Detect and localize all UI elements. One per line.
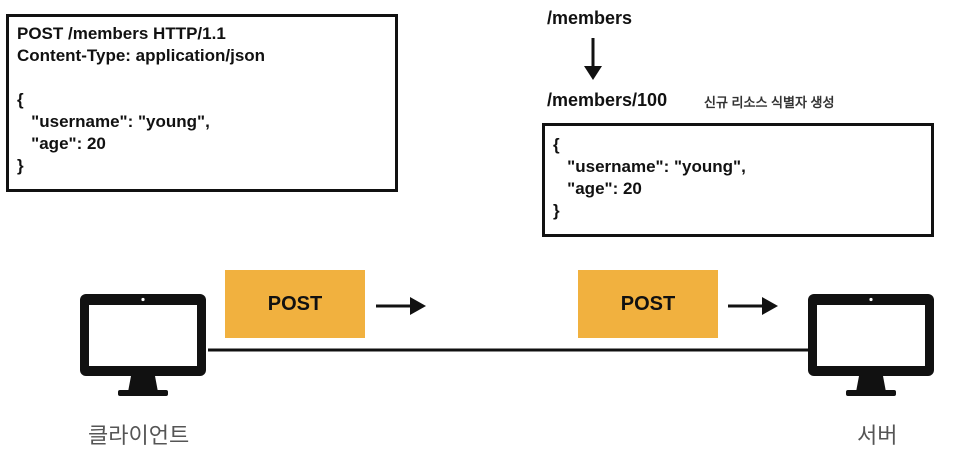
request-body-line: } xyxy=(17,156,24,175)
client-request-box: POST /members HTTP/1.1 Content-Type: app… xyxy=(6,14,398,192)
resource-body-line: } xyxy=(553,201,560,220)
request-header-line: Content-Type: application/json xyxy=(17,46,266,65)
collection-path: /members xyxy=(547,8,633,28)
resource-path: /members/100 xyxy=(547,90,668,110)
resource-body-line: { xyxy=(553,135,560,154)
resource-note: 신규 리소스 식별자 생성 xyxy=(704,95,835,110)
request-body-line: { xyxy=(17,90,24,109)
client-label: 클라이언트 xyxy=(88,423,190,448)
post-badge-client: POST xyxy=(225,270,365,338)
server-label: 서버 xyxy=(857,423,898,448)
post-badge-server: POST xyxy=(578,270,718,338)
right-arrow-icon xyxy=(376,297,426,315)
resource-body-line: "username": "young", xyxy=(553,157,746,176)
client-monitor-icon xyxy=(80,294,206,396)
request-body-line: "age": 20 xyxy=(17,134,106,153)
right-arrow-icon xyxy=(728,297,778,315)
request-line: POST /members HTTP/1.1 xyxy=(17,24,226,43)
request-body-line: "username": "young", xyxy=(17,112,210,131)
server-resource-box: { "username": "young", "age": 20 } xyxy=(542,123,934,237)
server-monitor-icon xyxy=(808,294,934,396)
down-arrow-icon xyxy=(584,38,602,80)
resource-body-line: "age": 20 xyxy=(553,179,642,198)
